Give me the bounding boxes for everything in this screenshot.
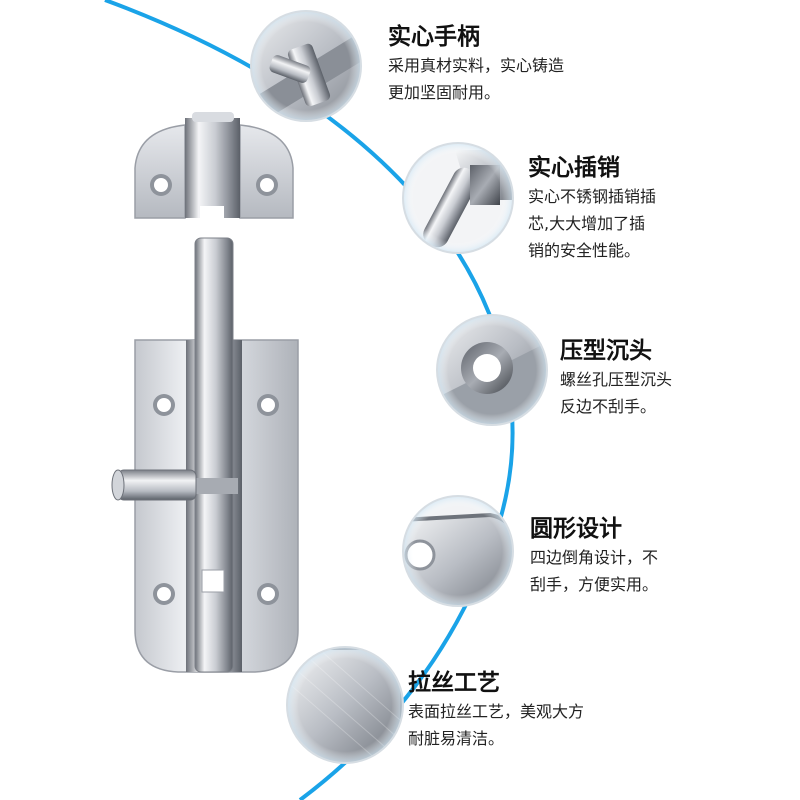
feature-title: 实心插销 [528,155,620,181]
countersink-closeup-icon [436,314,548,426]
feature-round-design: 圆形设计 四边倒角设计，不 刮手，方便实用。 [530,514,658,598]
feature-desc: 实心不锈钢插销插 芯,大大增加了插 销的安全性能。 [528,187,657,260]
bolt-body [111,237,299,673]
feature-title: 实心手柄 [388,24,480,50]
feature-solid-handle: 实心手柄 采用真材实料，实心铸造 更加坚固耐用。 [388,22,564,106]
brushed-surface-closeup-icon [286,646,404,764]
feature-solid-pin: 实心插销 实心不锈钢插销插 芯,大大增加了插 销的安全性能。 [528,153,656,264]
feature-desc: 四边倒角设计，不 刮手，方便实用。 [530,548,659,594]
feature-brushed-finish: 拉丝工艺 表面拉丝工艺，美观大方 耐脏易清洁。 [408,668,584,752]
feature-desc: 螺丝孔压型沉头 反边不刮手。 [560,370,673,416]
feature-desc: 表面拉丝工艺，美观大方 耐脏易清洁。 [408,702,585,748]
feature-title: 拉丝工艺 [408,670,500,696]
feature-desc: 采用真材实料，实心铸造 更加坚固耐用。 [388,56,565,102]
handle-closeup-icon [250,10,362,122]
feature-title: 圆形设计 [530,516,622,542]
feature-title: 压型沉头 [560,338,652,364]
rounded-corner-closeup-icon [402,495,514,607]
feature-countersink: 压型沉头 螺丝孔压型沉头 反边不刮手。 [560,336,672,420]
keeper-bracket [134,112,294,219]
pin-closeup-icon [402,142,514,254]
